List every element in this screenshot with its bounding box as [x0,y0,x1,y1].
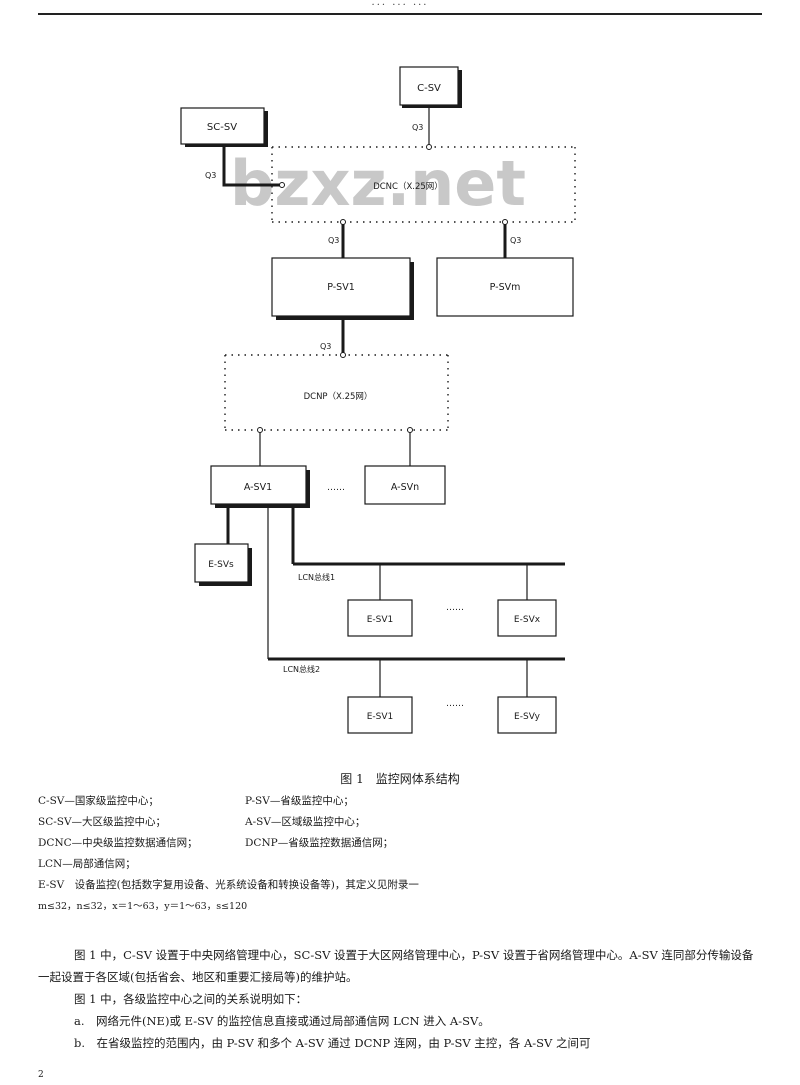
c-sv-box [399,66,459,106]
paragraph: b. 在省级监控的范围内，由 P-SV 和多个 A-SV 通过 DCNP 连网，… [74,1036,591,1050]
legend-left: SC-SV—大区级监控中心； [38,816,167,828]
p-svm-label: P-SVm [490,282,521,293]
legend-row: LCN—局部通信网； [38,856,758,877]
paragraph: 图 1 中，各级监控中心之间的关系说明如下： [74,992,308,1006]
e-svy-label: E-SVy [514,712,541,722]
e-svy-box [497,696,557,734]
a-ellipsis: …… [327,483,345,493]
header-rule [38,13,762,15]
c-sv-label: C-SV [417,83,441,94]
ranges-row: m≤32，n≤32，x＝1～63，y＝1～63，s≤120 [38,898,758,919]
e-svs-box [194,543,249,583]
page-number: 2 [38,1070,44,1080]
legend-right: A-SV—区域级监控中心； [245,816,366,828]
dcnc-label: DCNC（X.25网） [373,181,443,192]
lcn1-label: LCN总线1 [298,572,335,582]
e-svx-box [497,599,557,637]
page-header: ··· ··· ··· [0,0,800,18]
legend-full-row: E-SV 设备监控(包括数字复用设备、光系统设备和转换设备等)，其定义见附录一 [38,877,758,898]
p-svm-box [436,257,574,317]
paragraph: 图 1 中，C-SV 设置于中央网络管理中心，SC-SV 设置于大区网络管理中心… [38,948,754,984]
a-svn-box [364,465,446,505]
legend-row: SC-SV—大区级监控中心； A-SV—区域级监控中心； [38,814,758,835]
a-sv1-label: A-SV1 [244,482,272,493]
q3-p1-down-label: Q3 [320,342,331,351]
p-sv1-label: P-SV1 [327,282,355,293]
legend-esv: E-SV 设备监控(包括数字复用设备、光系统设备和转换设备等)，其定义见附录一 [38,879,419,891]
y-ellipsis: …… [446,699,464,709]
e-svx-label: E-SVx [514,615,541,625]
legend-left: LCN—局部通信网； [38,858,136,870]
body-text: 图 1 中，C-SV 设置于中央网络管理中心，SC-SV 设置于大区网络管理中心… [38,944,762,1054]
legend-left: DCNC—中央级监控数据通信网； [38,837,198,849]
e-sv1a-box [347,599,413,637]
a-svn-label: A-SVn [391,482,419,493]
e-sv1b-label: E-SV1 [367,712,394,722]
e-sv1b-box [347,696,413,734]
header-text: ··· ··· ··· [371,0,429,11]
ranges-text: m≤32，n≤32，x＝1～63，y＝1～63，s≤120 [38,901,248,912]
sc-sv-label: SC-SV [207,122,237,133]
legend-right: P-SV—省级监控中心； [245,795,354,807]
lcn2-label: LCN总线2 [283,664,320,674]
a-sv1-box [210,465,307,505]
e-sv1a-label: E-SV1 [367,615,394,625]
legend-row: DCNC—中央级监控数据通信网； DCNP—省级监控数据通信网； [38,835,758,856]
q3-c-label: Q3 [412,123,423,132]
figure-caption: 图 1 监控网体系结构 [340,772,460,786]
legend-right: DCNP—省级监控数据通信网； [245,837,394,849]
legend: C-SV—国家级监控中心； P-SV—省级监控中心； SC-SV—大区级监控中心… [38,793,758,919]
legend-row: C-SV—国家级监控中心； P-SV—省级监控中心； [38,793,758,814]
q3-p1-label: Q3 [328,236,339,245]
p-sv1-box [271,257,411,317]
q3-pm-label: Q3 [510,236,521,245]
legend-left: C-SV—国家级监控中心； [38,795,159,807]
network-diagram: bzxz.net C-SV Q3 SC-SV Q3 DCNC（X.25网） Q3… [180,66,576,734]
dcnp-label: DCNP（X.25网） [304,391,373,402]
q3-sc-label: Q3 [205,171,216,180]
paragraph: a. 网络元件(NE)或 E-SV 的监控信息直接或通过局部通信网 LCN 进入… [74,1014,490,1028]
sc-sv-box [180,107,265,145]
x-ellipsis: …… [446,603,464,613]
e-svs-label: E-SVs [208,560,234,570]
